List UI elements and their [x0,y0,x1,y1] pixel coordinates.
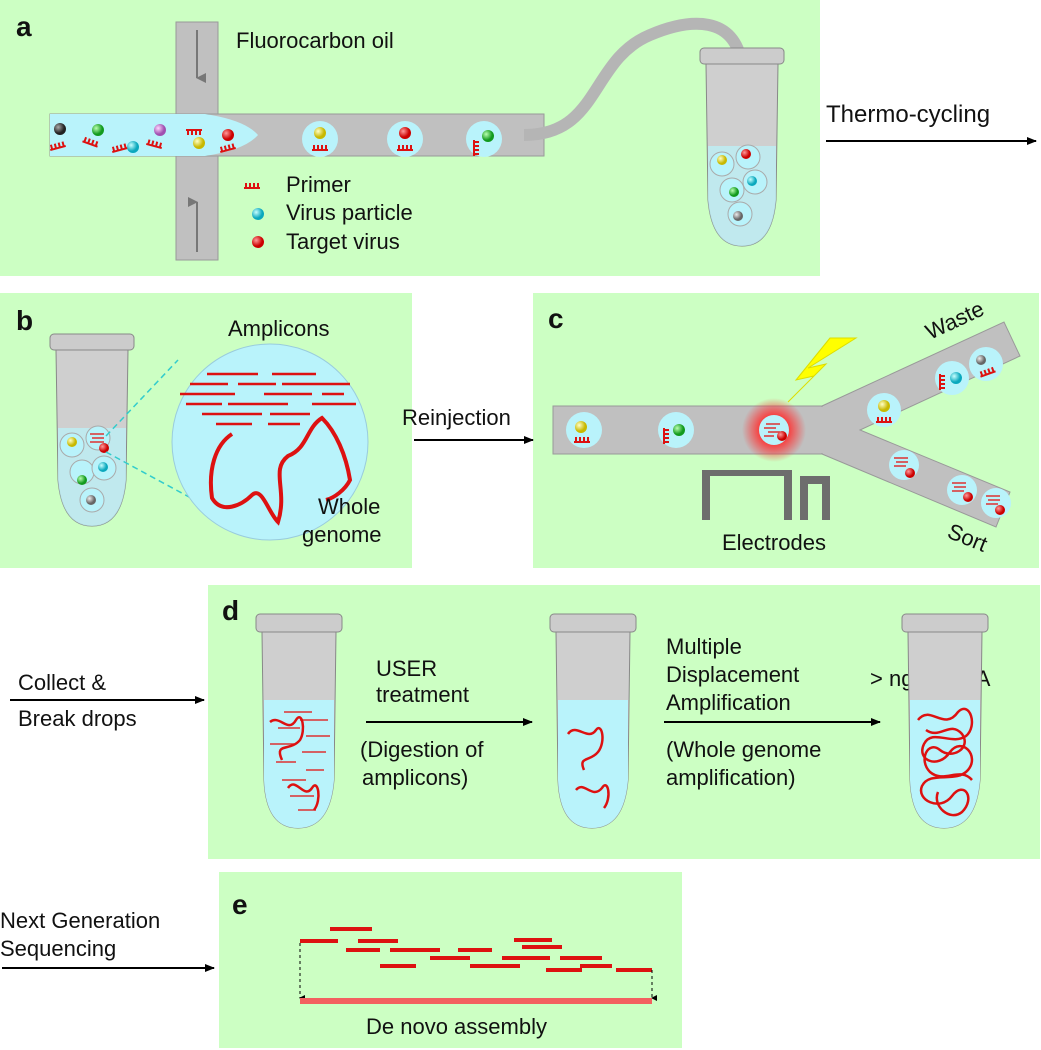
fluorocarbon-oil-label: Fluorocarbon oil [236,28,394,53]
sequencing-reads [300,927,652,972]
sorted-droplet [981,488,1011,518]
reinjection-label: Reinjection [402,405,511,430]
user-label-line1: USER [376,656,437,681]
assembled-genome-bar [300,998,652,1004]
inlet-particles [47,123,237,154]
zoom-line-bottom [105,451,251,531]
legend-target-virus-label: Target virus [286,229,400,254]
waste-droplet [969,347,1003,381]
digestion-label-line2: amplicons) [362,765,468,790]
mda-label-line3: Amplification [666,690,791,715]
panel-e-letter: e [232,889,248,920]
electrodes-label: Electrodes [722,530,826,555]
ngs-label-line2: Sequencing [0,936,116,961]
outlet-tubing [523,17,748,141]
tube-amplified [901,613,989,829]
legend-primer-label: Primer [286,172,351,197]
collection-tube-a [699,47,785,247]
de-novo-assembly-label: De novo assembly [366,1014,547,1039]
legend-virus-particle-icon [252,208,264,220]
panel-a-letter: a [16,11,32,42]
sort-label: Sort [944,518,991,556]
wga-label-line1: (Whole genome [666,737,821,762]
sort-droplet [658,412,694,448]
whole-label: Whole [318,494,380,519]
tube-digested [549,613,637,829]
panel-d-letter: d [222,595,239,626]
zoom-line-top [105,359,179,437]
digestion-label-line1: (Digestion of [360,737,484,762]
channel-droplet [466,121,502,157]
panel-c-letter: c [548,303,564,334]
collect-label-line1: Collect & [18,670,106,695]
sorted-droplet [889,450,919,480]
legend-primer-icon [243,182,261,189]
legend-target-virus-icon [252,236,264,248]
waste-droplet [935,361,969,395]
electrode [702,470,830,520]
sort-droplet-detected [759,415,789,445]
zoomed-droplet [171,343,369,541]
legend-virus-particle-label: Virus particle [286,200,413,225]
waste-droplet [867,393,901,427]
genome-label: genome [302,522,382,547]
channel-droplet [387,121,423,157]
user-label-line2: treatment [376,682,469,707]
wga-label-line2: amplification) [666,765,796,790]
collect-label-line2: Break drops [18,706,137,731]
ngs-label-line1: Next Generation [0,908,160,933]
channel-droplet [302,121,338,157]
sorted-droplet [947,475,977,505]
lightning-icon [787,337,858,403]
tube-amplicons [255,613,343,829]
thermo-cycling-label: Thermo-cycling [826,101,990,128]
panel-b-letter: b [16,305,33,336]
collection-tube-b [49,333,135,527]
mda-label-line1: Multiple [666,634,742,659]
amplicons-label: Amplicons [228,316,329,341]
mda-label-line2: Displacement [666,662,799,687]
sort-droplet [566,412,602,448]
